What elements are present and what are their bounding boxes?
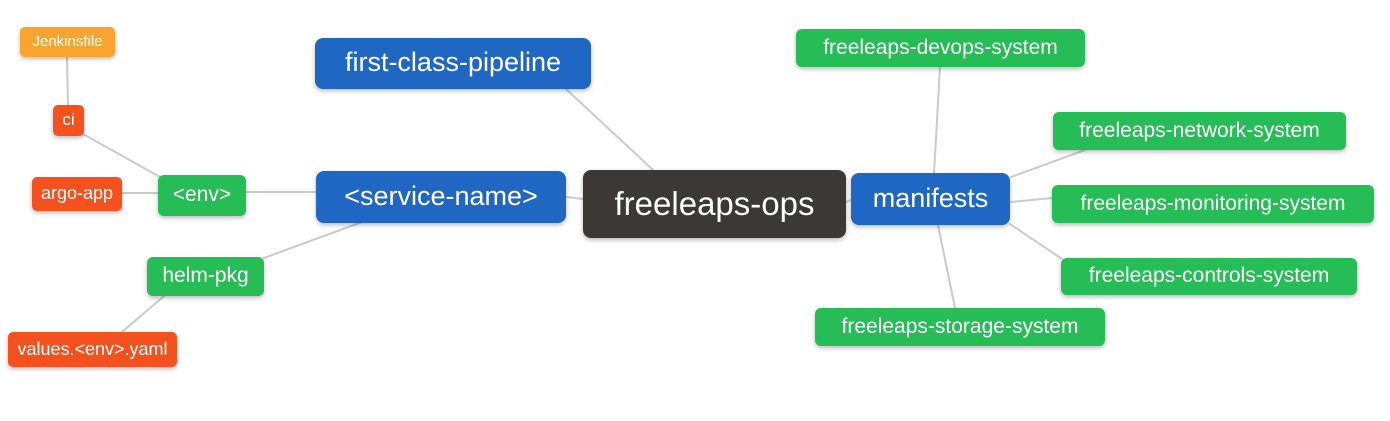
node-freeleaps-monitoring-system[interactable]: freeleaps-monitoring-system <box>1052 185 1374 223</box>
edge-manifests-to-freeleaps-network-system <box>1010 149 1086 178</box>
node-freeleaps-devops-system[interactable]: freeleaps-devops-system <box>796 29 1085 67</box>
node-label: freeleaps-monitoring-system <box>1080 191 1346 215</box>
edge-ci-to-env <box>82 133 161 178</box>
node-label: freeleaps-ops <box>614 184 815 222</box>
edge-first-class-pipeline-to-freeleaps-ops <box>565 88 654 171</box>
node-ci[interactable]: ci <box>53 105 84 136</box>
edge-values-env-yaml-to-helm-pkg <box>121 295 165 333</box>
node-jenkinsfile[interactable]: Jenkinsfile <box>20 27 115 57</box>
node-label: argo-app <box>40 183 114 203</box>
node-env[interactable]: <env> <box>158 175 246 216</box>
node-label: freeleaps-devops-system <box>823 35 1058 59</box>
node-label: ci <box>62 110 75 129</box>
node-label: <service-name> <box>344 180 538 211</box>
edge-manifests-to-freeleaps-storage-system <box>937 224 956 309</box>
node-label: values.<env>.yaml <box>17 338 168 359</box>
node-label: <env> <box>172 183 232 206</box>
node-label: Jenkinsfile <box>32 32 103 50</box>
edge-helm-pkg-to-service-name <box>263 221 363 259</box>
node-manifests[interactable]: manifests <box>851 173 1010 225</box>
edge-service-name-to-freeleaps-ops <box>565 196 585 200</box>
node-freeleaps-ops[interactable]: freeleaps-ops <box>583 170 846 238</box>
node-label: manifests <box>872 182 989 213</box>
node-label: freeleaps-controls-system <box>1088 264 1330 287</box>
edge-manifests-to-freeleaps-devops-system <box>933 66 941 174</box>
node-values-env-yaml[interactable]: values.<env>.yaml <box>8 332 177 367</box>
node-helm-pkg[interactable]: helm-pkg <box>147 257 264 296</box>
node-label: helm-pkg <box>162 264 249 287</box>
node-label: freeleaps-storage-system <box>841 314 1079 338</box>
node-freeleaps-network-system[interactable]: freeleaps-network-system <box>1053 112 1346 150</box>
edge-manifests-to-freeleaps-monitoring-system <box>1010 197 1053 203</box>
node-label: first-class-pipeline <box>344 47 562 77</box>
node-freeleaps-controls-system[interactable]: freeleaps-controls-system <box>1061 258 1357 295</box>
node-label: freeleaps-network-system <box>1079 118 1320 142</box>
node-first-class-pipeline[interactable]: first-class-pipeline <box>315 38 591 89</box>
edge-jenkinsfile-to-ci <box>66 56 69 106</box>
node-argo-app[interactable]: argo-app <box>32 177 122 211</box>
edge-manifests-to-freeleaps-controls-system <box>1009 223 1063 260</box>
node-freeleaps-storage-system[interactable]: freeleaps-storage-system <box>815 308 1105 346</box>
node-service-name[interactable]: <service-name> <box>316 171 566 223</box>
